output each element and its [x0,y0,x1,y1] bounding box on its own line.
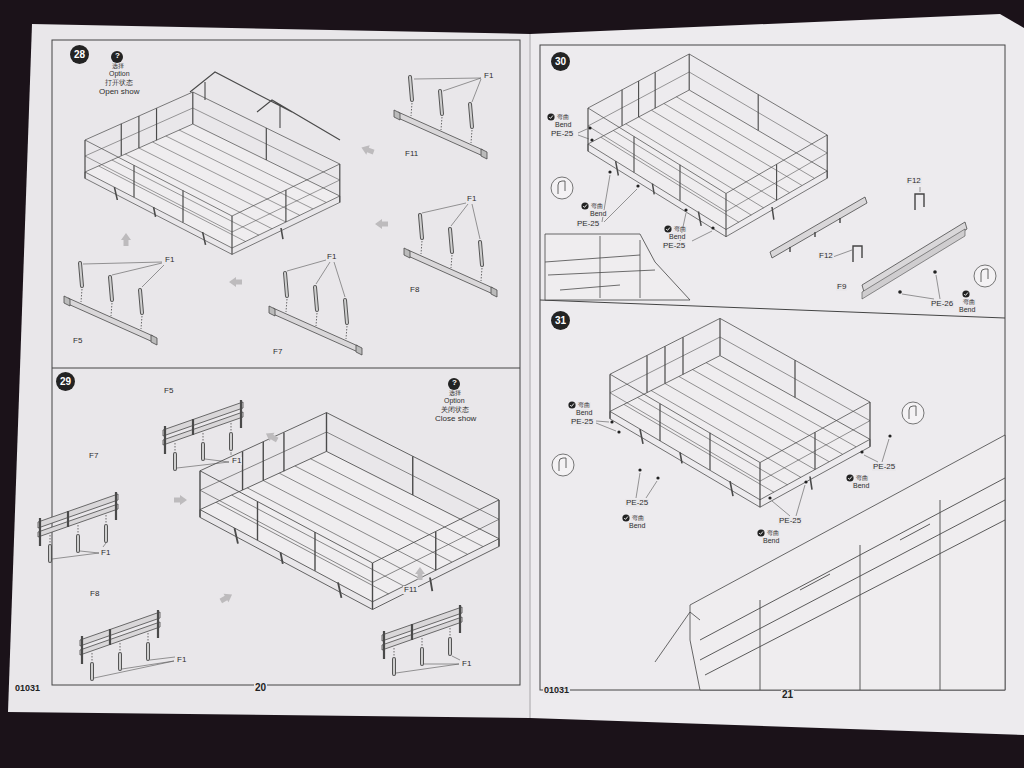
page-number: 20 [254,683,267,693]
part-label: Open show [98,88,140,96]
panel-borders [52,40,1005,690]
part-label: Bend [668,233,686,240]
part-label: PE-25 [570,418,594,426]
part-label: 关闭状态 [440,406,470,413]
part-label: Option [443,397,466,404]
part-label: Bend [852,482,870,489]
step-number: 28 [70,45,89,64]
part-label: F8 [409,286,420,294]
part-label: F1 [231,457,242,465]
step-29-art [38,378,499,679]
part-label: F1 [466,195,477,203]
part-label: PE-25 [576,220,600,228]
part-label: Bend [554,121,572,128]
part-label: 弯曲 [855,475,869,481]
part-label: F11 [403,586,418,594]
page-number: 21 [781,690,794,700]
part-label: PE-25 [872,463,896,471]
right-page [530,14,1024,735]
part-label: ? [114,52,121,60]
step-number: 29 [56,372,75,391]
step-number-text: 29 [60,377,71,387]
part-label: 弯曲 [673,226,687,232]
part-label: 弯曲 [590,203,604,209]
part-label: Bend [762,537,780,544]
part-label: ? [451,379,458,387]
step-31-art [552,318,1005,690]
part-label: 弯曲 [556,114,570,120]
part-label: PE-25 [778,517,802,525]
part-label: F1 [326,253,337,261]
part-label: 弯曲 [577,402,591,408]
left-page [8,24,530,718]
step-number-text: 30 [555,57,566,67]
part-label: PE-25 [625,499,649,507]
page-gutter [529,34,531,718]
step-30-art [545,54,996,300]
part-label: F5 [163,387,174,395]
part-label: F1 [461,660,472,668]
step-number: 30 [551,52,570,71]
part-label: 弯曲 [962,299,976,305]
part-label: Bend [628,522,646,529]
part-label: F8 [89,590,100,598]
part-label: F5 [72,337,83,345]
step-28-art [64,51,497,355]
part-label: 弯曲 [766,530,780,536]
part-label: Close show [434,415,477,423]
step-number-text: 28 [74,50,85,60]
part-label: Bend [589,210,607,217]
step-number: 31 [551,311,570,330]
part-label: PE-26 [930,300,954,308]
part-label: F9 [836,283,847,291]
part-label: 选择 [111,63,125,69]
part-label: Bend [575,409,593,416]
part-label: PE-25 [662,242,686,250]
part-label: F11 [404,150,419,158]
part-label: PE-25 [550,130,574,138]
part-label: Bend [958,306,976,313]
step-number-text: 31 [555,316,566,326]
part-label: 弯曲 [631,515,645,521]
page-number: 01031 [543,686,570,695]
part-label: F1 [483,72,494,80]
part-label: Option [108,70,131,77]
part-label: F7 [272,348,283,356]
part-label: F12 [906,177,922,185]
part-label: F1 [100,549,111,557]
part-label: F12 [818,252,834,260]
part-label: F7 [88,452,99,460]
part-label: F1 [164,256,175,264]
part-label: 选择 [448,390,462,396]
part-label: 打开状态 [104,79,134,86]
page-number: 01031 [14,684,41,693]
part-label: F1 [176,656,187,664]
